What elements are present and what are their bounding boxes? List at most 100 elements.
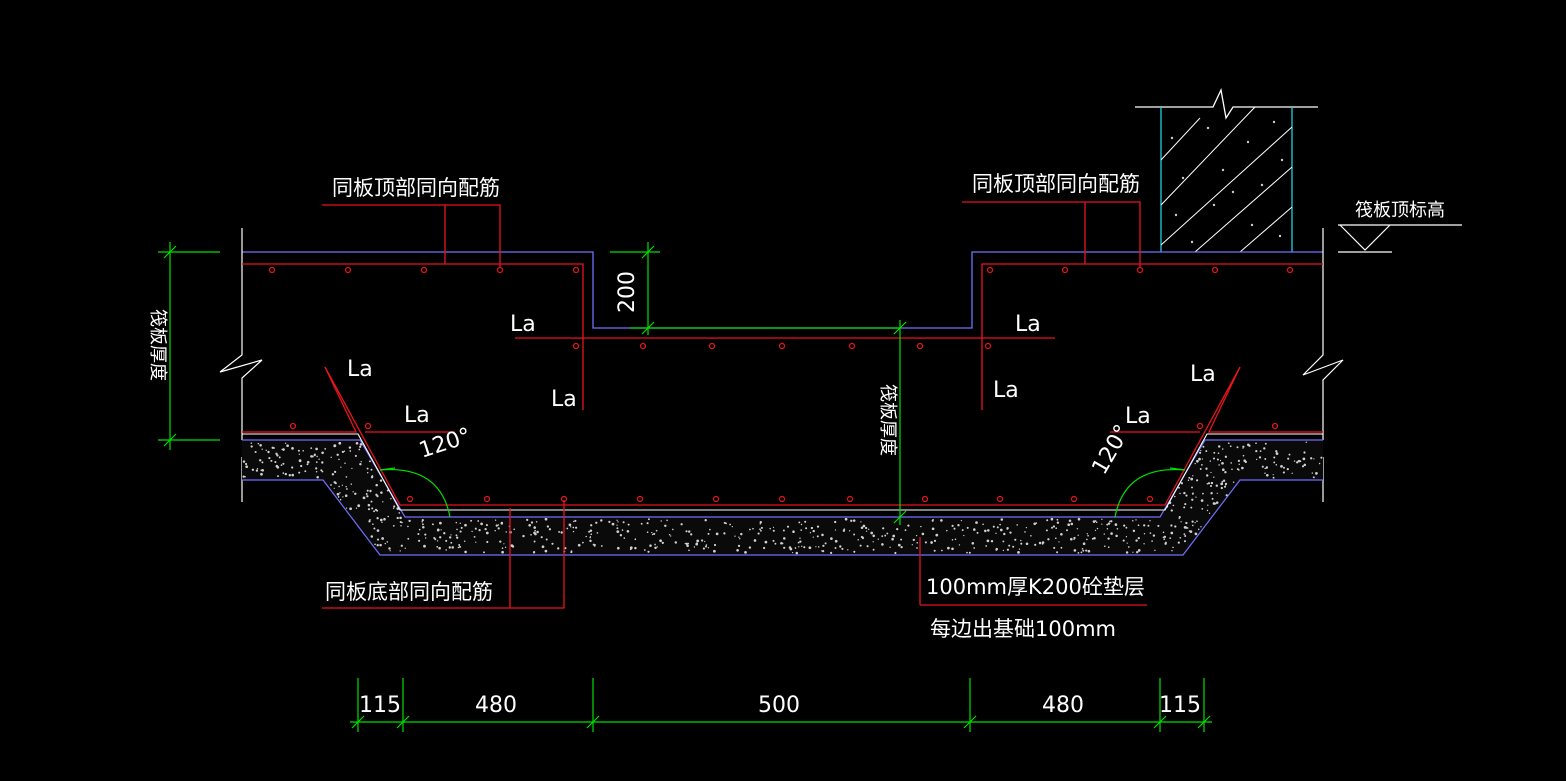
hatch-dot — [463, 540, 466, 543]
hatch-dot — [1206, 483, 1209, 485]
hatch-dot — [1210, 481, 1214, 485]
hatch-dot — [1199, 468, 1202, 470]
hatch-dot — [834, 529, 837, 531]
hatch-dot — [916, 542, 918, 544]
hatch-dot — [345, 488, 348, 490]
hatch-dot — [448, 546, 451, 549]
hatch-dot — [941, 549, 943, 552]
hatch-dot — [995, 549, 998, 551]
hatch-dot — [680, 523, 683, 526]
rebar-dot — [708, 342, 716, 350]
hatch-dot — [911, 544, 913, 546]
hatch-dot — [250, 445, 253, 448]
hatch-dot — [1255, 442, 1257, 445]
hatch-dot — [672, 528, 674, 531]
hatch-dot — [1137, 524, 1140, 527]
hatch-dot — [1132, 519, 1134, 522]
hatch-dot — [834, 520, 837, 524]
hatch-dot — [588, 530, 591, 533]
hatch-dot — [564, 547, 567, 550]
hatch-dot — [333, 481, 336, 484]
hatch-dot — [999, 523, 1001, 526]
hatch-dot — [1205, 450, 1208, 453]
hatch-dot — [321, 461, 324, 464]
hatch-dot — [1303, 463, 1307, 467]
hatch-dot — [1143, 524, 1146, 527]
hatch-dot — [1229, 445, 1232, 448]
hatch-dot — [1231, 468, 1233, 471]
hatch-dot — [1238, 469, 1240, 471]
hatch-dot — [1116, 527, 1119, 530]
hatch-dot — [372, 523, 374, 525]
hatch-dot — [1191, 520, 1194, 523]
hatch-dot — [951, 539, 954, 541]
hatch-dot — [1000, 518, 1004, 521]
hatch-dot — [705, 544, 708, 546]
hatch-dot — [693, 546, 696, 548]
la-label: La — [1015, 312, 1041, 337]
hatch-dot — [1199, 451, 1202, 454]
hatch-dot — [1094, 529, 1097, 532]
rebar-dot — [289, 422, 297, 430]
hatch-dot — [1157, 524, 1160, 527]
hatch-dot — [688, 549, 690, 552]
hatch-dot — [695, 542, 699, 546]
hatch-dot — [1018, 548, 1021, 550]
hatch-dot — [276, 466, 280, 469]
hatch-dot — [1221, 448, 1224, 450]
hatch-dot — [315, 447, 318, 451]
hatch-dot — [1248, 444, 1251, 447]
hatch-dot — [1073, 549, 1077, 552]
hatch-dot — [310, 447, 313, 449]
hatch-dot — [1114, 523, 1118, 526]
hatch-dot — [1212, 457, 1216, 460]
hatch-dot — [1033, 522, 1036, 526]
hatch-dot — [480, 522, 483, 526]
hatch-dot — [1200, 526, 1202, 528]
hatch-dot — [958, 544, 961, 546]
hatch-dot — [310, 455, 313, 458]
hatch-dot — [424, 533, 427, 536]
hatch-dot — [456, 528, 458, 531]
hatch-dot — [685, 530, 688, 533]
hatch-dot — [250, 442, 253, 444]
hatch-dot — [439, 521, 442, 525]
hatch-dot — [975, 521, 978, 524]
hatch-dot — [1086, 538, 1088, 541]
hatch-dot — [345, 485, 347, 488]
hatch-dot — [1212, 502, 1216, 505]
hatch-dot — [844, 517, 848, 521]
hatch-dot — [370, 476, 374, 479]
hatch-dot — [1101, 518, 1103, 520]
hatch-dot — [324, 448, 327, 450]
rebar-dot — [848, 342, 856, 350]
hatch-dot — [764, 540, 768, 544]
hatch-dot — [545, 538, 548, 541]
hatch-dot — [1183, 533, 1186, 536]
hatch-dot — [713, 549, 716, 553]
hatch-dot — [533, 540, 536, 543]
hatch-dot — [336, 453, 339, 457]
hatch-dot — [370, 500, 373, 503]
hatch-dot — [338, 441, 342, 445]
hatch-dot — [1311, 472, 1314, 474]
hatch-dot — [912, 538, 915, 542]
hatch-dot — [611, 522, 615, 526]
hatch-dot — [904, 529, 907, 532]
hatch-dot — [801, 545, 803, 547]
hatch-dot — [418, 539, 421, 542]
hatch-dot — [422, 526, 425, 529]
hatch-dot — [1190, 477, 1194, 481]
hatch-dot — [505, 531, 507, 533]
hatch-dot — [376, 509, 379, 512]
hatch-dot — [608, 520, 611, 524]
hatch-dot — [616, 530, 620, 533]
hatch-dot — [1313, 458, 1315, 460]
hatch-dot — [1003, 532, 1006, 536]
hatch-dot — [590, 533, 593, 536]
hatch-dot — [649, 544, 652, 547]
rebar-dot — [1196, 422, 1204, 430]
hatch-dot — [499, 540, 502, 543]
hatch-dot — [316, 455, 318, 458]
hatch-dot — [859, 544, 862, 547]
